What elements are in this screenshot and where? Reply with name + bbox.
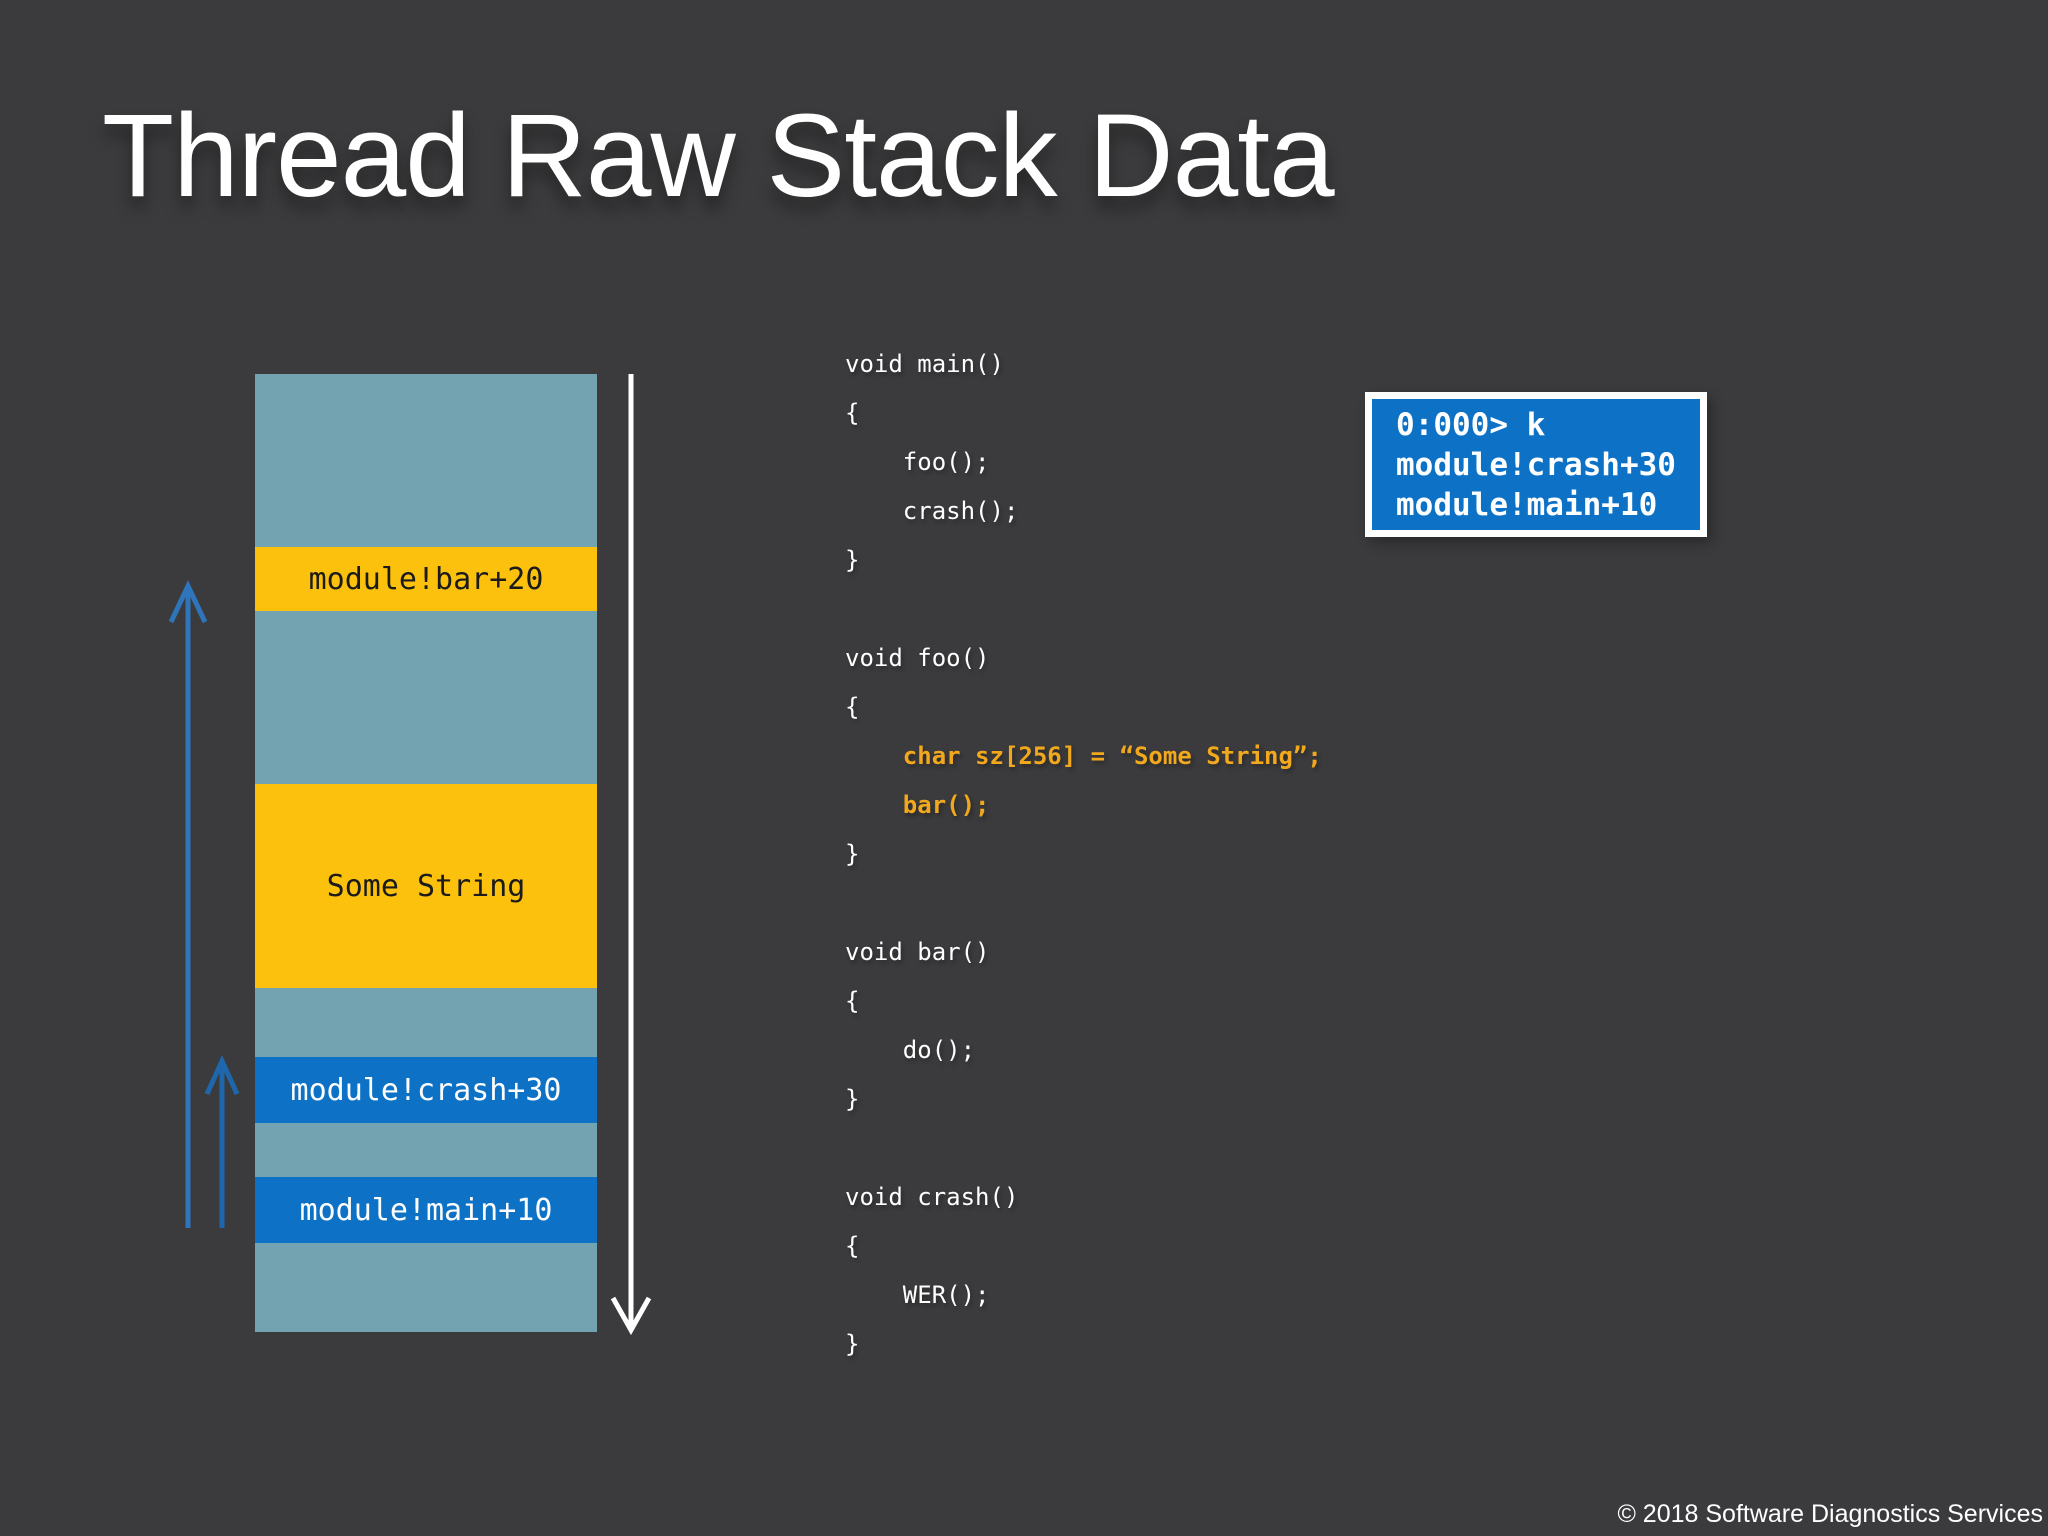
code-line: } xyxy=(845,840,860,868)
copyright-notice: © 2018 Software Diagnostics Services xyxy=(1617,1500,2043,1528)
console-line: module!main+10 xyxy=(1396,487,1658,523)
stack-segment-raw-data xyxy=(255,1243,597,1332)
code-line: char sz[256] = “Some String”; xyxy=(845,742,1322,770)
up-arrow-short-icon xyxy=(204,1054,240,1228)
code-line: void main() xyxy=(845,350,1004,378)
stack-segment-some-string: Some String xyxy=(255,784,597,988)
stack-segment-module-bar+20: module!bar+20 xyxy=(255,547,597,611)
code-line: } xyxy=(845,1085,860,1113)
code-line: } xyxy=(845,1330,860,1358)
code-line: void bar() xyxy=(845,938,990,966)
stack-segment-label: module!bar+20 xyxy=(308,561,544,597)
up-arrow-tall-icon xyxy=(168,580,208,1228)
code-line: { xyxy=(845,987,860,1015)
code-line: do(); xyxy=(845,1036,976,1064)
console-line: 0:000> k xyxy=(1396,407,1546,443)
stack-segment-raw-data xyxy=(255,988,597,1057)
code-line xyxy=(845,585,1322,634)
code-line: } xyxy=(845,546,860,574)
stack-segment-label: Some String xyxy=(326,868,526,904)
code-line xyxy=(845,879,1322,928)
slide-title: Thread Raw Stack Data xyxy=(102,90,1335,222)
stack-segment-module-crash+30: module!crash+30 xyxy=(255,1057,597,1123)
stack-segment-raw-data xyxy=(255,374,597,547)
stack-segment-raw-data xyxy=(255,611,597,784)
code-line: foo(); xyxy=(845,448,990,476)
stack-segment-label: module!crash+30 xyxy=(290,1072,562,1108)
code-line: { xyxy=(845,1232,860,1260)
stack-segment-module-main+10: module!main+10 xyxy=(255,1177,597,1243)
code-line: crash(); xyxy=(845,497,1019,525)
debugger-console-box: 0:000> k module!crash+30 module!main+10 xyxy=(1365,392,1707,537)
stack-segment-label: module!main+10 xyxy=(299,1192,553,1228)
code-line: void crash() xyxy=(845,1183,1019,1211)
code-line: WER(); xyxy=(845,1281,990,1309)
code-line xyxy=(845,1124,1322,1173)
code-line: { xyxy=(845,399,860,427)
code-line: { xyxy=(845,693,860,721)
down-arrow-icon xyxy=(610,374,652,1336)
stack-segment-raw-data xyxy=(255,1123,597,1177)
code-line: void foo() xyxy=(845,644,990,672)
console-line: module!crash+30 xyxy=(1396,447,1676,483)
source-code: void main() { foo(); crash();} void foo()… xyxy=(845,340,1322,1369)
code-line: bar(); xyxy=(845,791,990,819)
